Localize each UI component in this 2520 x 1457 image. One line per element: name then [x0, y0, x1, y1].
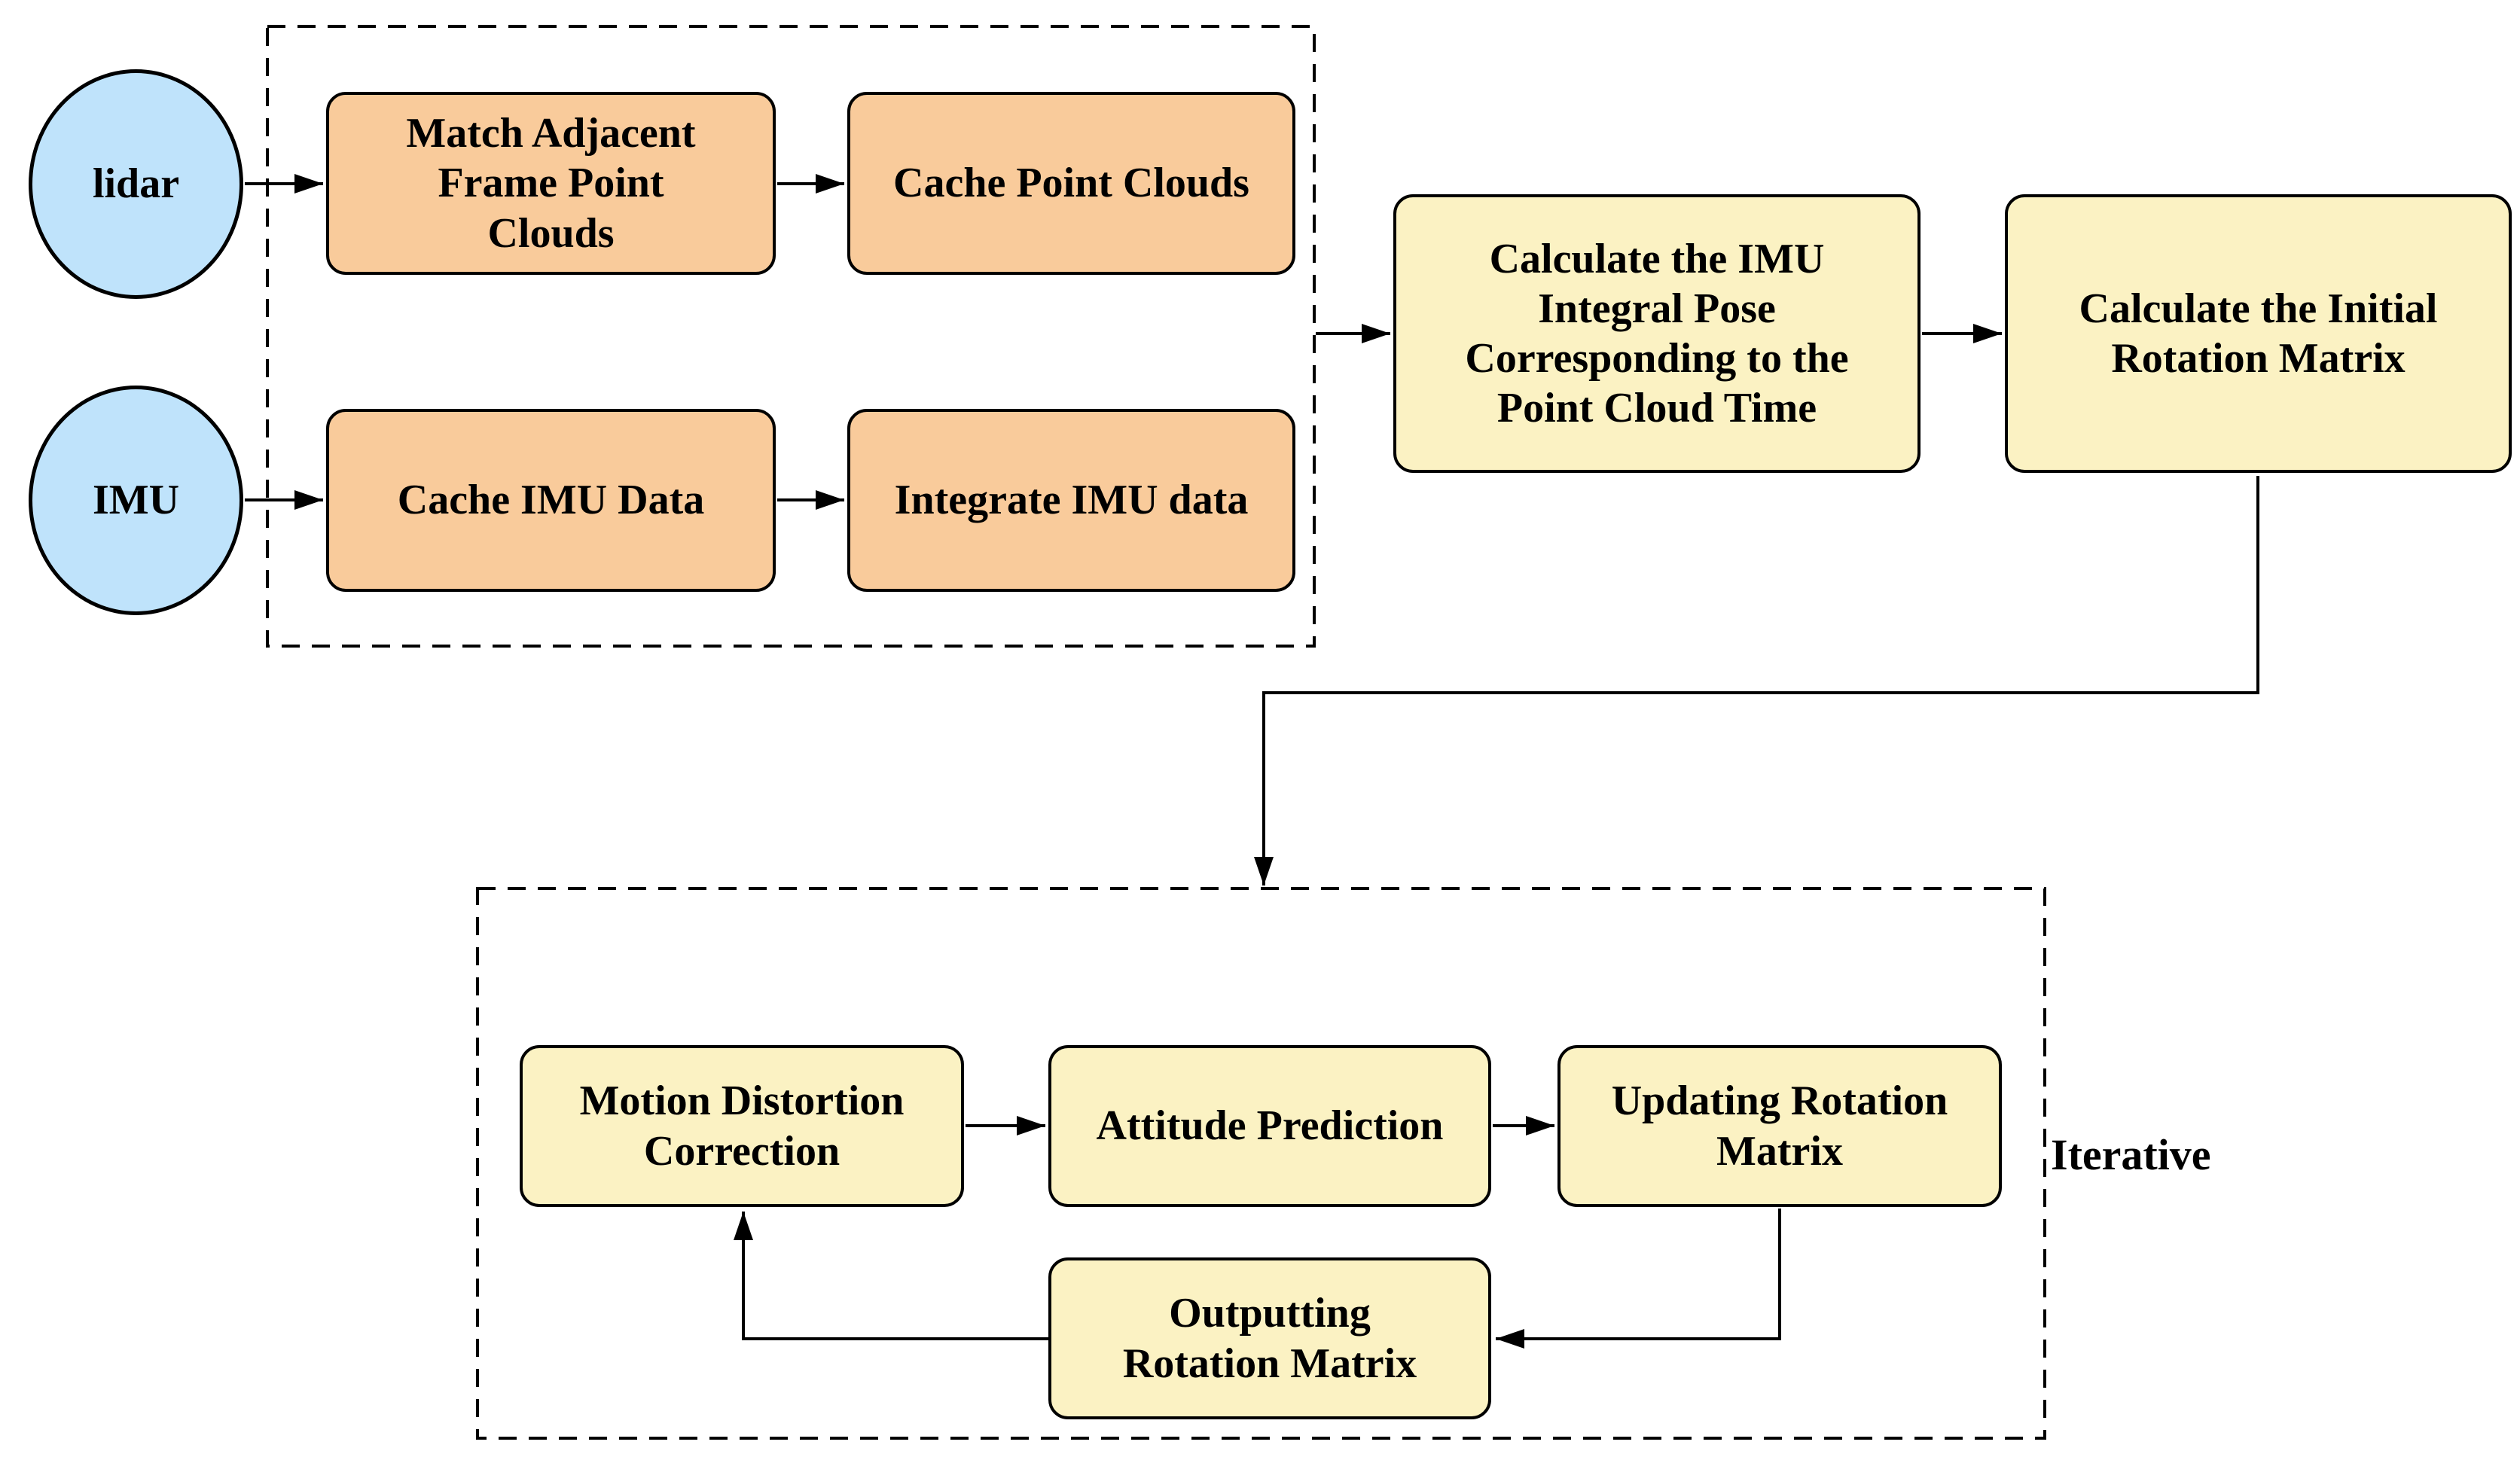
arrow-initial-rotation-to-iterative-group [1254, 476, 2259, 885]
arrow-updating-to-outputting [1496, 1209, 1781, 1349]
outputting-rotation-matrix-node: Outputting Rotation Matrix [1048, 1257, 1491, 1419]
arrow-outputting-to-motion [734, 1212, 1048, 1340]
iterative-group-label: Iterative [2051, 1130, 2211, 1179]
calc-imu-integral-pose-node: Calculate the IMU Integral Pose Correspo… [1393, 194, 1921, 473]
integrate-imu-data-node: Integrate IMU data [847, 409, 1295, 592]
attitude-prediction-node: Attitude Prediction [1048, 1045, 1491, 1207]
cache-point-clouds-node: Cache Point Clouds [847, 92, 1295, 275]
cache-imu-data-node: Cache IMU Data [326, 409, 776, 592]
caching-group-border [266, 25, 1316, 648]
motion-distortion-correction-node: Motion Distortion Correction [520, 1045, 964, 1207]
updating-rotation-matrix-node: Updating Rotation Matrix [1557, 1045, 2002, 1207]
iterative-group-border [476, 887, 2046, 1440]
imu-source-node: IMU [29, 386, 243, 615]
calc-initial-rotation-node: Calculate the Initial Rotation Matrix [2005, 194, 2512, 473]
match-adjacent-frames-node: Match Adjacent Frame Point Clouds [326, 92, 776, 275]
lidar-source-node: lidar [29, 69, 243, 299]
